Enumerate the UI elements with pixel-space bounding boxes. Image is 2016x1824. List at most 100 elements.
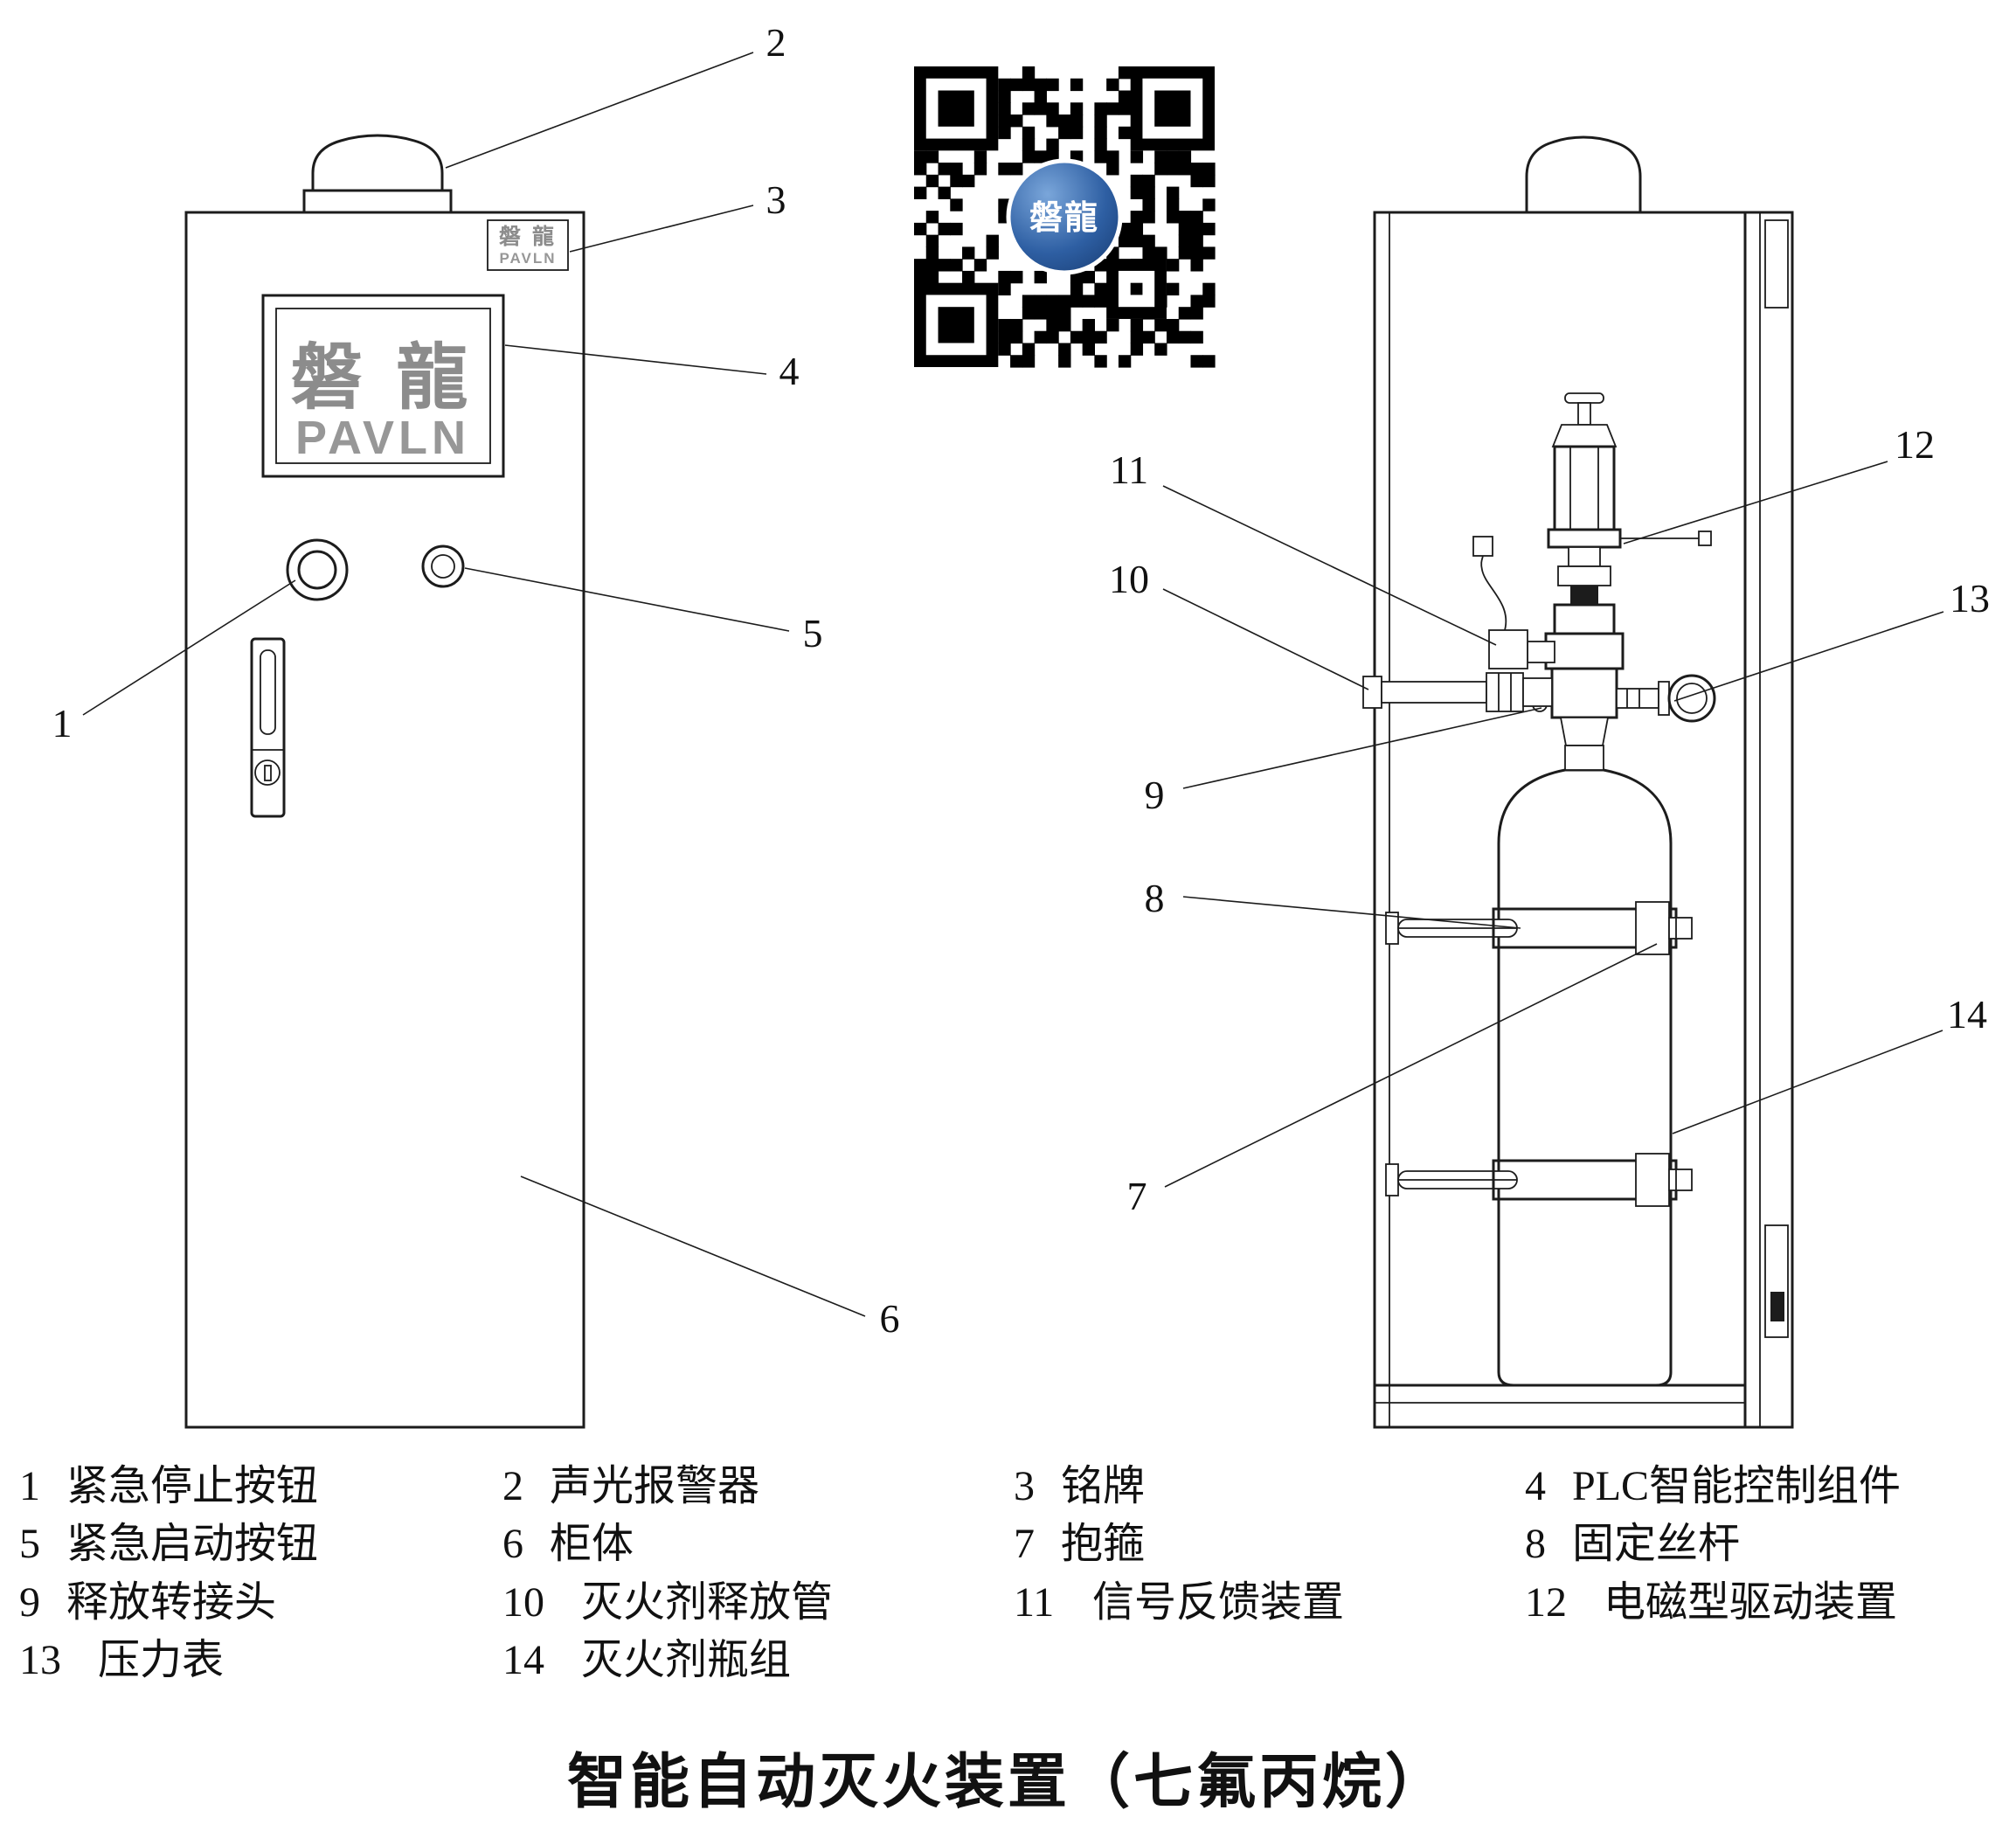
- cabinet-side-view: [1362, 135, 1794, 1429]
- strap-bolt-head: [1668, 917, 1693, 940]
- callout-7: 7: [1127, 1174, 1147, 1218]
- pressure-gauge: [1616, 674, 1716, 723]
- alarm-beacon-base: [302, 189, 453, 214]
- callout-11: 11: [1110, 447, 1148, 492]
- leader-1: [82, 579, 296, 716]
- legend-item-num: 2: [502, 1463, 523, 1509]
- valve-main-body: [1544, 632, 1625, 670]
- legend-item-num: 12: [1525, 1579, 1567, 1626]
- agent-cylinder: [1497, 768, 1673, 1387]
- legend-item-label: 固定丝杆: [1572, 1521, 1740, 1567]
- pipe-valve-adapter: [1522, 677, 1553, 707]
- strap-bolt-head: [1668, 1169, 1693, 1191]
- solenoid-lever-end: [1698, 531, 1712, 546]
- callout-9: 9: [1145, 773, 1165, 817]
- legend-item-num: 7: [1014, 1521, 1035, 1567]
- pipe-tube: [1381, 681, 1487, 704]
- legend-item-label: 压力表: [98, 1637, 224, 1683]
- callout-2: 2: [766, 20, 786, 65]
- actuator-pin-stem: [1577, 402, 1591, 426]
- leader-5: [464, 567, 790, 632]
- cylinder-strap-lower: [1385, 1153, 1693, 1207]
- legend-item-label: 紧急启动按钮: [66, 1521, 318, 1567]
- legend-item-num: 13: [19, 1637, 61, 1683]
- emergency-start-button: [421, 544, 465, 588]
- callout-12: 12: [1895, 422, 1935, 467]
- legend-item-label: 抱箍: [1061, 1521, 1145, 1567]
- legend-item-label: PLC智能控制组件: [1572, 1463, 1901, 1509]
- nameplate: 磐 龍 PAVLN: [487, 219, 569, 271]
- plc-control-panel: 磐 龍 PAVLN: [261, 294, 505, 478]
- gauge-mount: [1658, 681, 1670, 716]
- valve-block: [1557, 565, 1611, 586]
- cabinet-front-view: 磐 龍 PAVLN 磐 龍 PAVLN: [184, 134, 585, 1429]
- alarm-beacon: [311, 134, 444, 192]
- page-title: 智能自动灭火装置（七氟丙烷）: [567, 1749, 1448, 1815]
- plc-brand-cn: 磐 龍: [291, 338, 475, 418]
- legend-item-label: 电磁型驱动装置: [1604, 1579, 1897, 1626]
- signal-connector-block: [1570, 586, 1598, 605]
- emergency-stop-button: [286, 538, 349, 601]
- leader-8: [1182, 896, 1521, 929]
- callout-13: 13: [1950, 576, 1990, 621]
- legend-item-num: 4: [1525, 1463, 1546, 1509]
- signal-wire: [1480, 555, 1507, 631]
- leader-10: [1162, 588, 1369, 690]
- legend-item-num: 5: [19, 1521, 40, 1567]
- leader-4: [504, 344, 767, 375]
- legend-item-num: 10: [502, 1579, 544, 1626]
- legend-item-num: 11: [1014, 1579, 1054, 1626]
- qr-logo-circle: [1006, 158, 1123, 275]
- legend-item-num: 14: [502, 1637, 544, 1683]
- legend-item-num: 6: [502, 1521, 523, 1567]
- leader-6: [520, 1176, 866, 1317]
- actuator-pin-cap: [1564, 392, 1604, 404]
- callout-5: 5: [803, 611, 823, 655]
- callout-lines: [82, 52, 1944, 1317]
- valve-upper-body: [1553, 603, 1616, 635]
- leader-12: [1623, 461, 1888, 544]
- legend-item-label: 灭火剂释放管: [581, 1579, 833, 1626]
- nameplate-brand-en: PAVLN: [499, 250, 556, 267]
- legend-item-num: 1: [19, 1463, 40, 1509]
- leader-13: [1673, 611, 1944, 702]
- solenoid-drive: [1547, 445, 1712, 549]
- legend-item-label: 声光报警器: [550, 1463, 759, 1509]
- release-pipe: [1362, 672, 1553, 712]
- legend-item-label: 信号反馈装置: [1092, 1579, 1344, 1626]
- cabinet-door-edge: [1743, 211, 1794, 1429]
- legend-item-label: 铭牌: [1061, 1463, 1145, 1509]
- cylinder-neck: [1564, 745, 1604, 771]
- callout-8: 8: [1145, 876, 1165, 920]
- gauge-face: [1667, 674, 1716, 723]
- signal-feedback-device: [1472, 536, 1555, 669]
- callout-14: 14: [1947, 992, 1987, 1037]
- leader-3: [569, 205, 754, 253]
- callout-10: 10: [1109, 557, 1149, 601]
- legend: 1 紧急停止按钮 2 声光报警器 3 铭牌 4 PLC智能控制组件 5 紧急启动…: [19, 1463, 1901, 1683]
- leader-11: [1162, 485, 1497, 646]
- callout-6: 6: [880, 1296, 900, 1341]
- door-handle: [250, 637, 286, 818]
- actuator-nut: [1551, 424, 1618, 447]
- pipe-wall-flange: [1362, 676, 1382, 709]
- valve-assembly: [1532, 392, 1712, 771]
- legend-item-label: 柜体: [550, 1521, 634, 1567]
- leader-2: [445, 52, 754, 169]
- legend-item-num: 3: [1014, 1463, 1035, 1509]
- strap-wall-bracket: [1385, 1163, 1399, 1196]
- pipe-hex-fitting: [1486, 672, 1524, 712]
- callout-numbers: 1 2 3 4 5 6 7 8 9 10 11 12 13 14: [52, 20, 1991, 1341]
- callout-1: 1: [52, 701, 73, 746]
- cylinder-adapter: [1559, 717, 1610, 746]
- leader-9: [1182, 707, 1542, 789]
- leader-14: [1672, 1030, 1943, 1134]
- leader-7: [1164, 943, 1658, 1188]
- gauge-stem: [1616, 688, 1659, 709]
- legend-item-label: 紧急停止按钮: [66, 1463, 318, 1509]
- callout-4: 4: [779, 349, 800, 393]
- callout-3: 3: [766, 177, 786, 222]
- strap-tensioner: [1635, 1153, 1670, 1207]
- door-latch: [1770, 1292, 1784, 1321]
- qr-logo-text: 磐龍: [1029, 200, 1099, 237]
